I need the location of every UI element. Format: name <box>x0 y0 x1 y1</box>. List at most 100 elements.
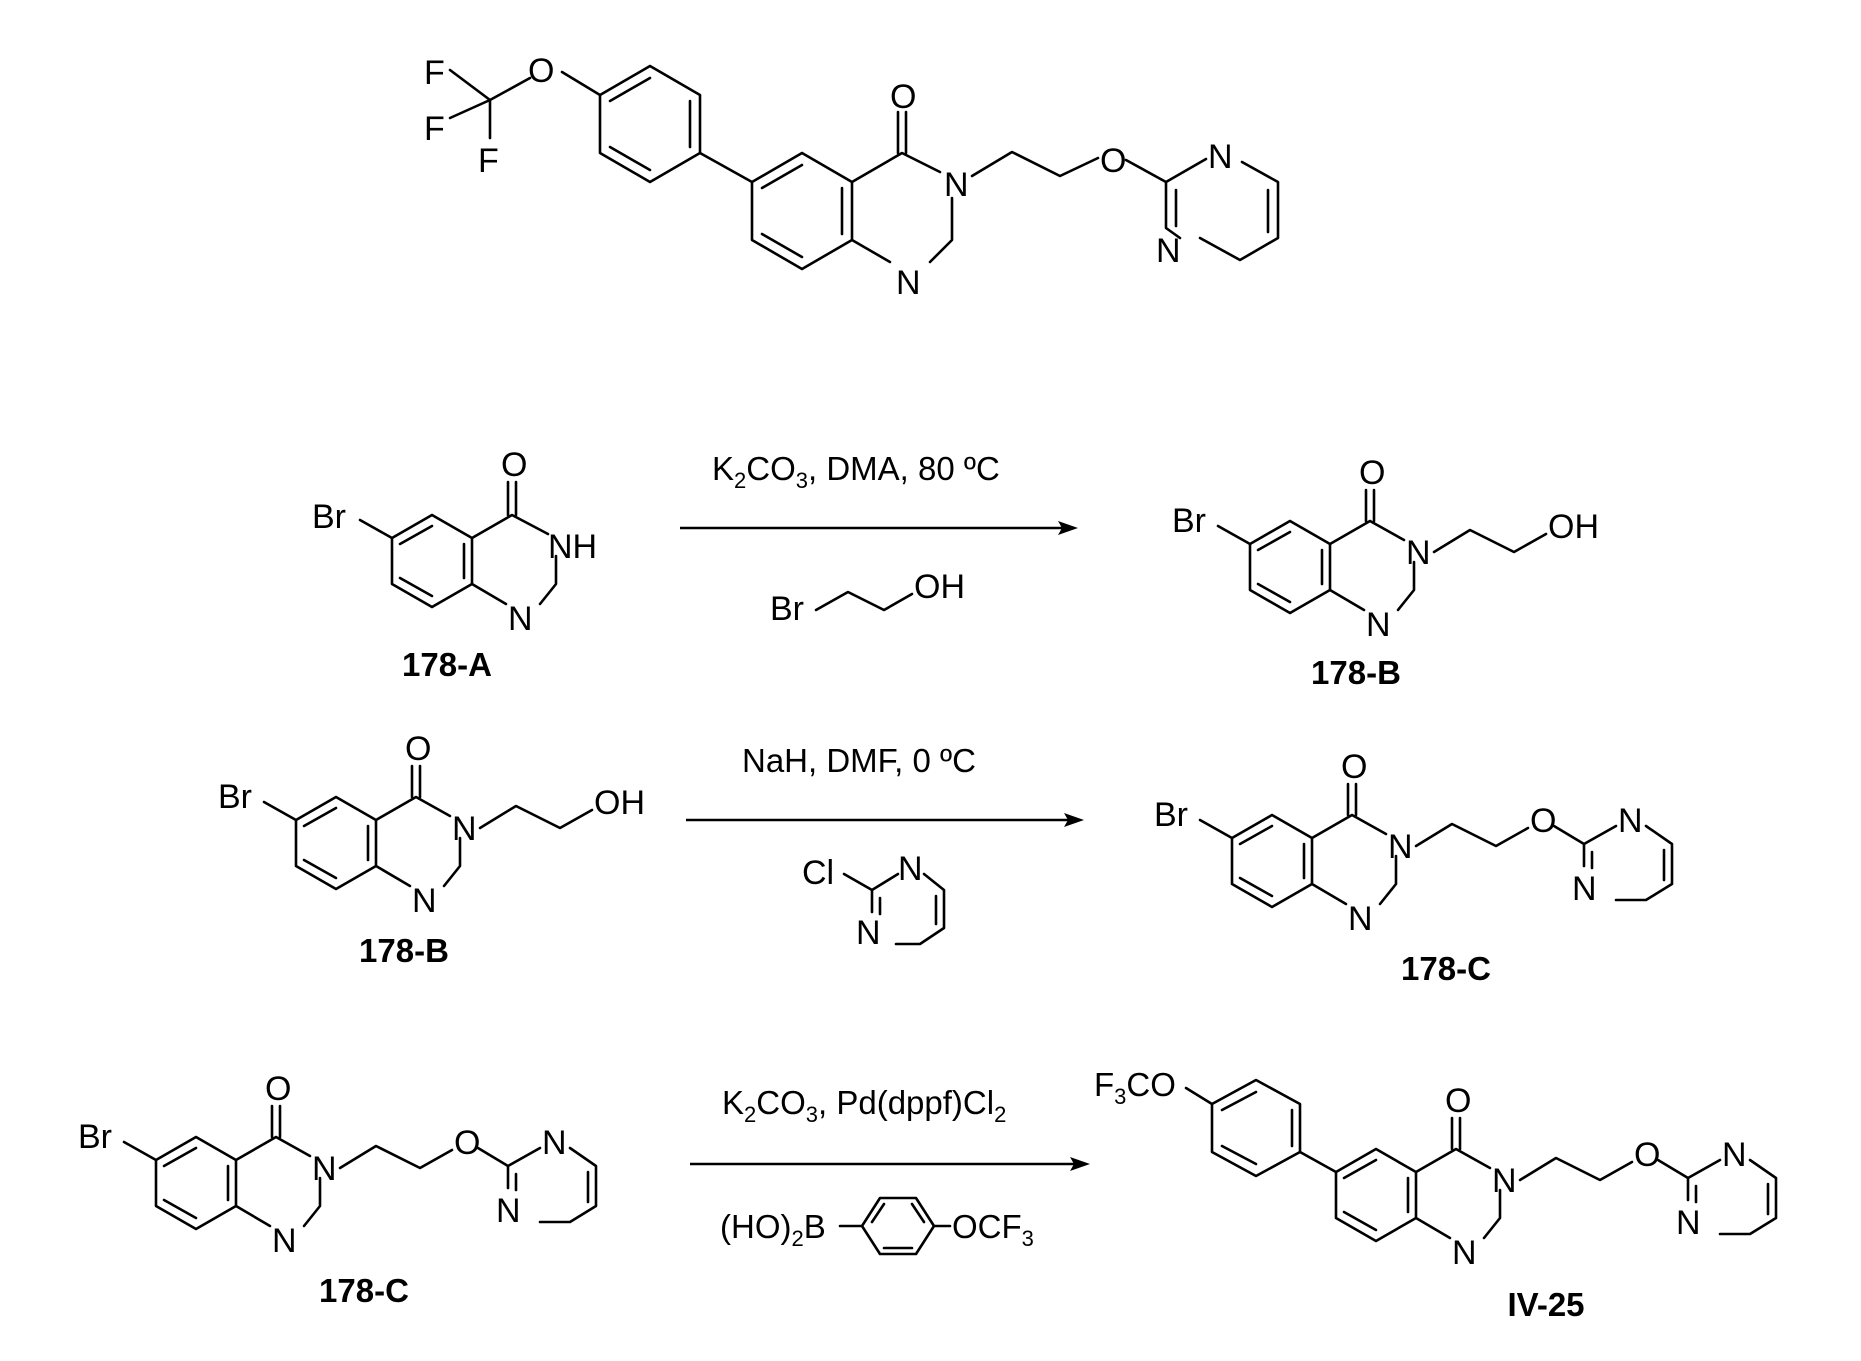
atom-o-ether: O <box>1634 1136 1660 1174</box>
atom-n3: N <box>1492 1162 1517 1200</box>
atom-n3: N <box>1388 828 1413 866</box>
atom-br: Br <box>312 498 346 536</box>
atom-o: O <box>501 446 527 484</box>
atom-n-pym-2: N <box>1572 870 1597 908</box>
ethyl-linker <box>972 152 1098 176</box>
atom-f-3: F <box>478 142 499 180</box>
atom-n3: N <box>1406 534 1431 572</box>
atom-br: Br <box>1172 502 1206 540</box>
atom-n1: N <box>1348 900 1373 938</box>
compound-label: 178-A <box>402 646 492 683</box>
atom-o: O <box>1359 454 1385 492</box>
compound-label: 178-C <box>319 1272 409 1309</box>
atom-n-pym-1: N <box>542 1124 567 1162</box>
biaryl-bond <box>700 153 752 182</box>
compound-label: 178-C <box>1401 950 1491 987</box>
compound-label: 178-B <box>1311 654 1401 691</box>
benzo-ring <box>156 1137 236 1229</box>
carbonyl <box>898 112 906 153</box>
pyrimidinone-ring <box>236 1137 320 1226</box>
c-br-bond <box>1218 526 1250 544</box>
carbonyl <box>272 1106 280 1137</box>
ethyl-linker <box>1416 824 1528 846</box>
atom-o: O <box>405 730 431 768</box>
chain-bonds <box>816 592 912 610</box>
carbonyl <box>508 482 516 515</box>
atom-nh: NH <box>548 528 597 566</box>
atom-oh: OH <box>1548 508 1599 546</box>
c-br-bond <box>360 520 392 538</box>
atom-n-pym-2: N <box>1156 232 1181 270</box>
chloropyrimidine: Cl N N <box>802 850 944 952</box>
step1-conditions: K2CO3, DMA, 80 ºC <box>712 450 1000 493</box>
carbonyl <box>412 766 420 797</box>
atom-n-pym-2: N <box>1676 1204 1701 1242</box>
atom-f-1: F <box>424 54 445 92</box>
compound-178-C-product: Br O N N O N N 178-C <box>1154 748 1672 987</box>
step1-row: Br O NH N 178-A K2CO3, DMA, 80 ºC Br OH … <box>312 446 1599 691</box>
pyrimidinone-ring <box>472 515 556 604</box>
step3-row: Br O N N O N N 178-C K2CO3, Pd(dppf)Cl2 … <box>78 1066 1776 1323</box>
atom-f-2: F <box>424 110 445 148</box>
atom-o: O <box>265 1070 291 1108</box>
carbonyl <box>1348 784 1356 815</box>
ethyl-linker <box>1520 1158 1632 1180</box>
bromoethanol: Br OH <box>770 568 965 628</box>
benzo-ring <box>1232 815 1312 907</box>
step2-conditions: NaH, DMF, 0 ºC <box>742 742 976 779</box>
c-br-bond <box>124 1142 156 1160</box>
atom-n3: N <box>312 1150 337 1188</box>
c-br-bond <box>1200 820 1232 838</box>
ocf3-group: OCF3 <box>952 1208 1034 1251</box>
compound-178-C-reactant: Br O N N O N N 178-C <box>78 1070 596 1309</box>
atom-n1: N <box>272 1222 297 1260</box>
atom-n-pym-2: N <box>496 1192 521 1230</box>
atom-n-1: N <box>898 850 923 888</box>
benzo-ring <box>752 153 852 269</box>
atom-br: Br <box>78 1118 112 1156</box>
atom-br: Br <box>770 590 804 628</box>
atom-o-ether-2: O <box>1100 142 1126 180</box>
benzo-ring <box>1250 521 1330 613</box>
atom-o: O <box>1445 1082 1471 1120</box>
atom-n1: N <box>412 882 437 920</box>
atom-o-carbonyl: O <box>890 78 916 116</box>
atom-n1: N <box>1452 1234 1477 1272</box>
benzo-ring <box>392 515 472 607</box>
atom-n-2: N <box>856 914 881 952</box>
atom-n-pym-1: N <box>1722 1136 1747 1174</box>
carbonyl <box>1452 1118 1460 1149</box>
atom-br: Br <box>218 778 252 816</box>
ocf3-bonds <box>450 70 600 138</box>
compound-178-B-reactant: Br O N N OH 178-B <box>218 730 645 969</box>
pyrimidinone-ring <box>1416 1149 1500 1238</box>
compound-IV-25: F3CO O N N O N N IV-25 <box>1094 1066 1776 1323</box>
pyrimidinone-ring <box>852 153 952 262</box>
atom-o-ether: O <box>454 1124 480 1162</box>
compound-178-B-product: Br O N N OH 178-B <box>1172 454 1599 691</box>
compound-label: 178-B <box>359 932 449 969</box>
atom-o-ether-1: O <box>528 52 554 90</box>
atom-n3: N <box>944 166 969 204</box>
ethyl-linker <box>340 1146 452 1168</box>
compound-label: IV-25 <box>1507 1286 1584 1323</box>
compound-178-A: Br O NH N 178-A <box>312 446 597 683</box>
pyrimidinone-ring <box>1330 521 1414 610</box>
hydroxyethyl-chain <box>480 806 592 828</box>
atom-n1: N <box>1366 606 1391 644</box>
boronic-acid: (HO)2B OCF3 <box>720 1198 1034 1254</box>
o-pyrimidine-bond <box>1126 160 1166 182</box>
atom-n-pym-1: N <box>1618 802 1643 840</box>
benzo-ring <box>1336 1149 1416 1241</box>
atom-n1: N <box>896 264 921 302</box>
target-structure: F F F O O N N O N N <box>424 52 1278 302</box>
atom-n: N <box>508 600 533 638</box>
phenyl-ring <box>840 1198 950 1254</box>
pyrimidinone-ring <box>376 797 460 886</box>
phenyl-ring <box>600 66 700 182</box>
c-br-bond <box>264 802 296 820</box>
atom-cl: Cl <box>802 854 834 892</box>
boronic-acid-left: (HO)2B <box>720 1208 826 1251</box>
atom-br: Br <box>1154 796 1188 834</box>
